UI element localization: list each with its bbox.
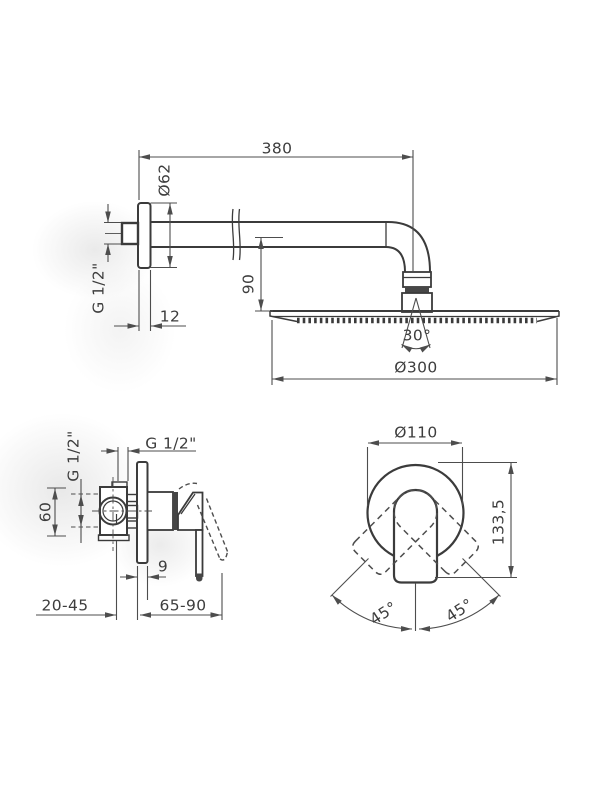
shower-arm-dimensions <box>104 150 558 385</box>
dim-top-thread-label: G 1/2" <box>145 434 197 453</box>
dim-flange-depth-label: 12 <box>159 307 181 326</box>
dim-arm-length-label: 380 <box>261 139 293 158</box>
dim-mounting-depth-label: 20-45 <box>41 596 89 615</box>
mixer-side-centerlines <box>92 477 152 551</box>
dim-overall-height-label: 133,5 <box>489 498 508 546</box>
dim-flange-diameter-label: Ø62 <box>155 163 174 197</box>
mixer-side-dimensions <box>36 447 223 620</box>
dim-wall-thread-label: G 1/2" <box>89 262 108 314</box>
dim-plate-offset-label: 9 <box>157 557 169 576</box>
dim-rosette-diameter-label: Ø110 <box>394 423 438 442</box>
mixer-side-handle-alt-position <box>178 482 229 561</box>
dim-spray-angle-label: 30° <box>402 326 432 345</box>
mixer-front-outline <box>366 463 465 584</box>
dim-body-height-label: 60 <box>36 501 55 523</box>
shower-arm-outline <box>120 202 560 324</box>
dim-head-drop-label: 90 <box>239 273 258 295</box>
mixer-front-dimensions <box>330 440 517 632</box>
dim-head-diameter-label: Ø300 <box>394 358 438 377</box>
dim-side-thread-label: G 1/2" <box>64 430 83 482</box>
mixer-side-outline <box>97 461 204 582</box>
mixer-front-handle-swing-positions <box>352 489 479 575</box>
dim-handle-projection-label: 65-90 <box>159 596 207 615</box>
